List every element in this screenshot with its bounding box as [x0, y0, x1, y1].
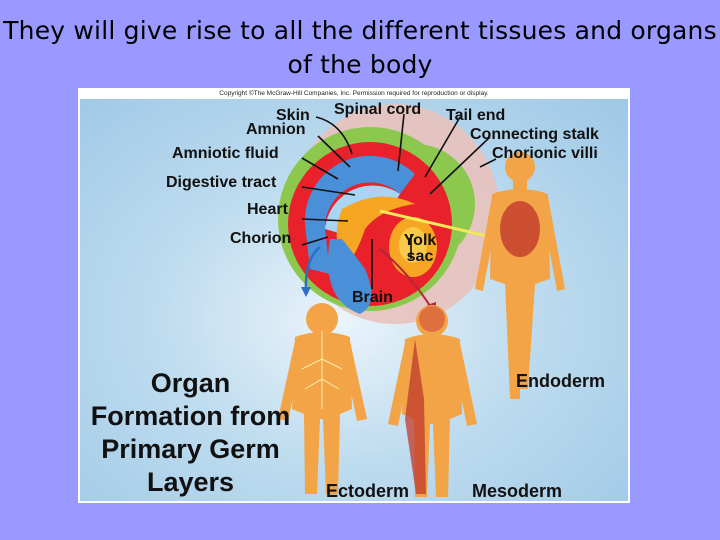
label-ectoderm: Ectoderm [326, 481, 410, 501]
label-brain: Brain [352, 289, 393, 306]
label-connecting-stalk: Connecting stalk [470, 126, 599, 143]
label-spinal-cord: Spinal cord [334, 101, 422, 118]
label-chorionic-villi: Chorionic villi [492, 145, 598, 162]
label-endoderm: Endoderm [516, 371, 606, 391]
embryo-illustration [278, 104, 565, 497]
label-skin: Skin [276, 107, 310, 124]
germ-layer-figure: Copyright ©The McGraw-Hill Companies, In… [78, 88, 630, 503]
slide-title: They will give rise to all the different… [3, 16, 717, 79]
label-amniotic-fluid: Amniotic fluid [172, 145, 279, 162]
label-digestive-tract: Digestive tract [166, 174, 277, 191]
label-heart: Heart [247, 201, 288, 218]
label-tail-end: Tail end [446, 107, 506, 124]
figure-caption: Organ Formation from Primary Germ Layers [90, 368, 291, 497]
label-amnion: Amnion [246, 121, 306, 138]
label-chorion: Chorion [230, 230, 292, 247]
label-mesoderm: Mesoderm [472, 481, 563, 501]
illustration-panel: Skin Spinal cord Tail end Amnion Connect… [80, 99, 628, 501]
label-yolk-sac: Yolk sac [403, 232, 437, 265]
copyright-notice: Copyright ©The McGraw-Hill Companies, In… [219, 90, 489, 97]
